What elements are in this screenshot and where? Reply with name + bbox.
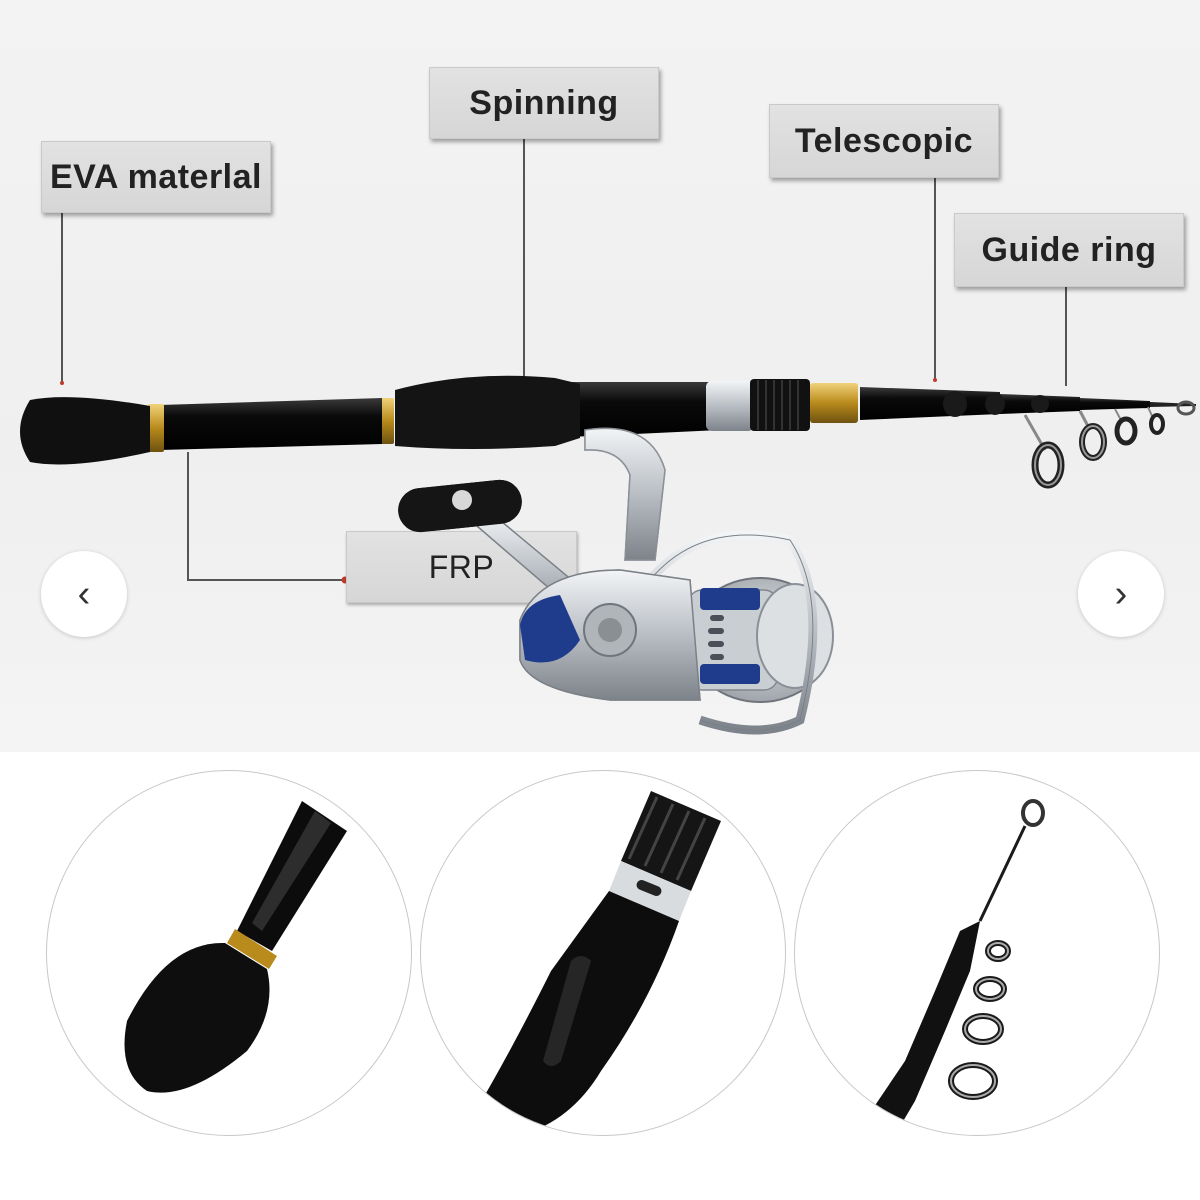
leader-lines: [61, 138, 1067, 581]
chevron-left-icon: ‹: [77, 572, 91, 615]
label-telescopic: Telescopic: [769, 104, 999, 178]
guide-rings: [1023, 400, 1196, 489]
detail-guide-rings: [794, 770, 1160, 1136]
fore-grip-ring: [380, 398, 394, 444]
detail-butt-grip: [46, 770, 412, 1136]
label-eva-material: EVA materlal: [41, 141, 271, 213]
next-button[interactable]: ›: [1078, 551, 1164, 637]
reel-seat: [548, 379, 858, 438]
rod-tip-sections: [860, 387, 1196, 420]
butt-grip: [20, 397, 150, 465]
label-spinning: Spinning: [429, 67, 659, 139]
handle-shaft: [160, 398, 382, 450]
prev-button[interactable]: ‹: [41, 551, 127, 637]
fore-grip: [395, 375, 580, 449]
label-guide-ring: Guide ring: [954, 213, 1184, 287]
detail-reel-seat: [420, 770, 786, 1136]
label-frp: FRP: [346, 531, 577, 603]
chevron-right-icon: ›: [1114, 572, 1128, 615]
butt-ring: [148, 404, 164, 452]
